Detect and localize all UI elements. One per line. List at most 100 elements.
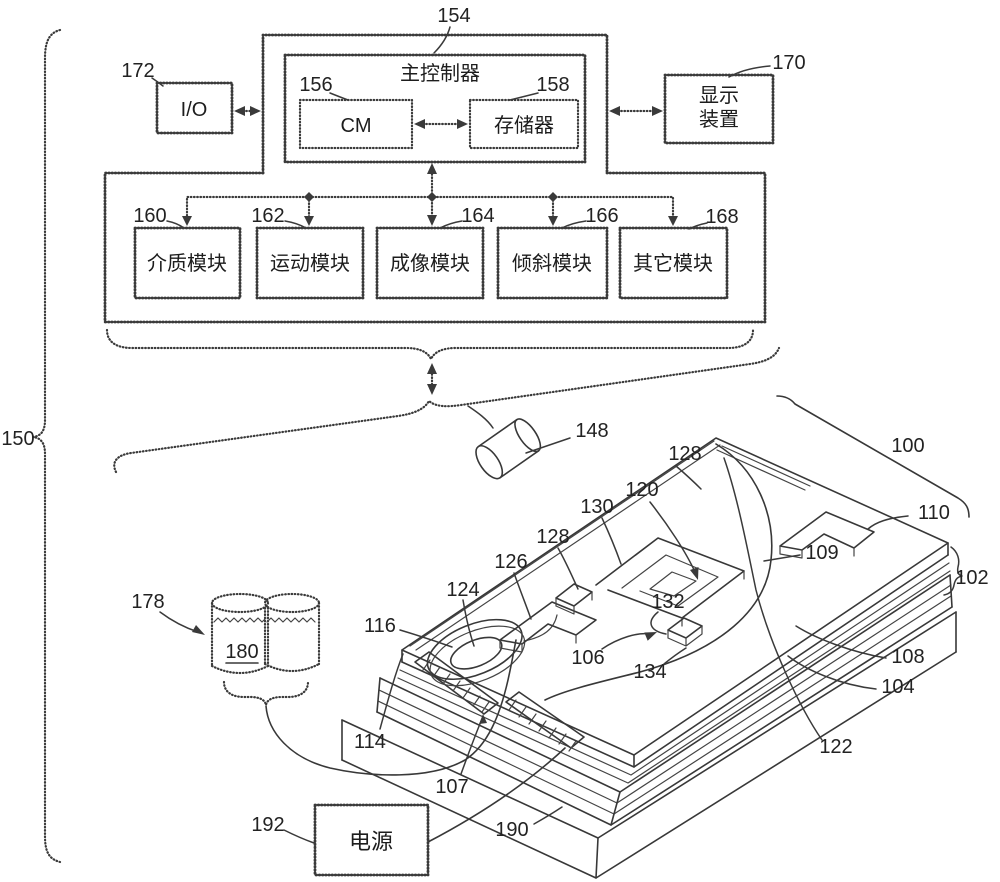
ref-168: 168 xyxy=(705,206,738,228)
ref-107-leader xyxy=(460,718,483,775)
ref-170: 170 xyxy=(772,52,805,74)
other-module-box xyxy=(618,226,729,300)
ref-154-leader xyxy=(433,26,451,54)
ref-100: 100 xyxy=(891,435,924,457)
ref-128b-leader xyxy=(675,465,702,490)
left-cylinder-top xyxy=(210,592,270,614)
ref-107-arrowhead xyxy=(479,714,487,724)
sensor-cone-icon xyxy=(475,418,542,480)
display-box xyxy=(663,73,775,145)
device-refs: 110 102 108 104 109 122 128 120 130 128 … xyxy=(354,443,989,841)
ref-168-leader xyxy=(688,222,708,230)
ref-106-arrowhead xyxy=(644,632,657,641)
memory-label: 存储器 xyxy=(494,114,554,137)
ref-109-leader xyxy=(763,554,801,562)
right-cylinder-top xyxy=(263,592,321,614)
ref-109: 109 xyxy=(805,542,838,564)
back-rail xyxy=(409,440,811,651)
device-link-brace xyxy=(113,346,781,474)
ref-190: 190 xyxy=(495,819,528,841)
controller-block-diagram: 主控制器 CM 存储器 I/O 显示 装置 xyxy=(103,5,806,324)
cm-label: CM xyxy=(340,115,371,137)
ref-124-leader xyxy=(462,599,475,647)
power-box xyxy=(313,803,430,877)
ref-126: 126 xyxy=(494,551,527,573)
front-rail-2 xyxy=(505,691,585,752)
io-label: I/O xyxy=(181,99,208,121)
imaging-module-label: 成像模块 xyxy=(390,252,470,275)
supply-tube xyxy=(265,639,517,776)
ref-104-leader xyxy=(787,655,877,690)
layer-stack xyxy=(376,574,953,826)
ref-128a: 128 xyxy=(536,526,569,548)
main-controller-label: 主控制器 xyxy=(400,62,480,85)
ref-154: 154 xyxy=(437,5,470,27)
ref-164-leader xyxy=(439,220,463,229)
ref-148-leader xyxy=(525,437,571,454)
ref-160-leader xyxy=(166,220,185,229)
sensor-148: 148 xyxy=(467,405,609,480)
ref-120-arrowhead xyxy=(690,567,699,580)
films-brace xyxy=(943,546,963,596)
ref-178-arrowhead xyxy=(192,625,205,635)
ref-134-leader xyxy=(663,647,687,665)
ref-116: 116 xyxy=(364,615,396,637)
ref-180: 180 xyxy=(225,641,258,663)
ref-128b: 128 xyxy=(668,443,701,465)
ref-128a-leader xyxy=(557,547,579,590)
ref-164: 164 xyxy=(461,205,494,227)
ref-172: 172 xyxy=(121,60,154,82)
ref-172-leader xyxy=(151,77,164,87)
supply-brace xyxy=(222,680,310,707)
ref-178: 178 xyxy=(131,591,164,613)
io-box xyxy=(155,81,234,135)
ring-tail xyxy=(523,614,558,642)
ring-feature xyxy=(426,618,526,687)
controller-to-display-arrow xyxy=(609,106,663,116)
power-supply: 电源 192 xyxy=(251,747,566,877)
ref-108: 108 xyxy=(891,646,924,668)
ref-134: 134 xyxy=(633,661,666,683)
system-braces: 150 xyxy=(1,28,781,864)
ref-150: 150 xyxy=(1,428,34,450)
ref-132-leader xyxy=(650,611,667,635)
ref-156: 156 xyxy=(299,74,332,96)
cm-to-memory-arrow xyxy=(414,119,468,129)
ref-102: 102 xyxy=(955,567,988,589)
ref-162: 162 xyxy=(251,205,284,227)
liquid-level-waves xyxy=(213,617,316,623)
media-module-label: 介质模块 xyxy=(147,252,227,275)
display-label-line1: 显示 xyxy=(699,85,739,107)
ink-supply: 180 178 xyxy=(131,591,517,776)
assembly-extent-line xyxy=(776,395,970,518)
ref-126-leader xyxy=(513,572,532,620)
brace-link-arrow xyxy=(427,363,437,395)
ref-108-leader xyxy=(795,625,887,659)
system-brace xyxy=(31,28,62,864)
ref-107: 107 xyxy=(435,776,468,798)
base-slab xyxy=(341,611,957,879)
ref-192: 192 xyxy=(251,814,284,836)
ref-120-leader xyxy=(649,501,696,573)
ref-110: 110 xyxy=(918,502,950,524)
ref-192-leader xyxy=(283,829,315,844)
sensor-hanger-line xyxy=(467,405,494,429)
media-module-box xyxy=(133,226,242,300)
module-container-box xyxy=(103,171,767,324)
ref-132: 132 xyxy=(651,591,684,613)
tilt-module-box xyxy=(496,226,609,300)
bracket-feature-2 xyxy=(779,511,875,559)
ref-130: 130 xyxy=(580,496,613,518)
memory-box xyxy=(468,98,580,150)
ref-148: 148 xyxy=(575,420,608,442)
upper-link-brace xyxy=(105,328,755,361)
ref-106-arrow xyxy=(601,632,651,650)
ref-114-leader xyxy=(379,653,404,730)
ref-120: 120 xyxy=(625,479,658,501)
spiral-feature xyxy=(595,537,745,627)
other-module-label: 其它模块 xyxy=(633,252,713,275)
cylinder-bottoms xyxy=(210,662,321,675)
notch-feature xyxy=(667,617,703,647)
power-wire xyxy=(427,747,566,843)
ref-114: 114 xyxy=(354,731,386,753)
